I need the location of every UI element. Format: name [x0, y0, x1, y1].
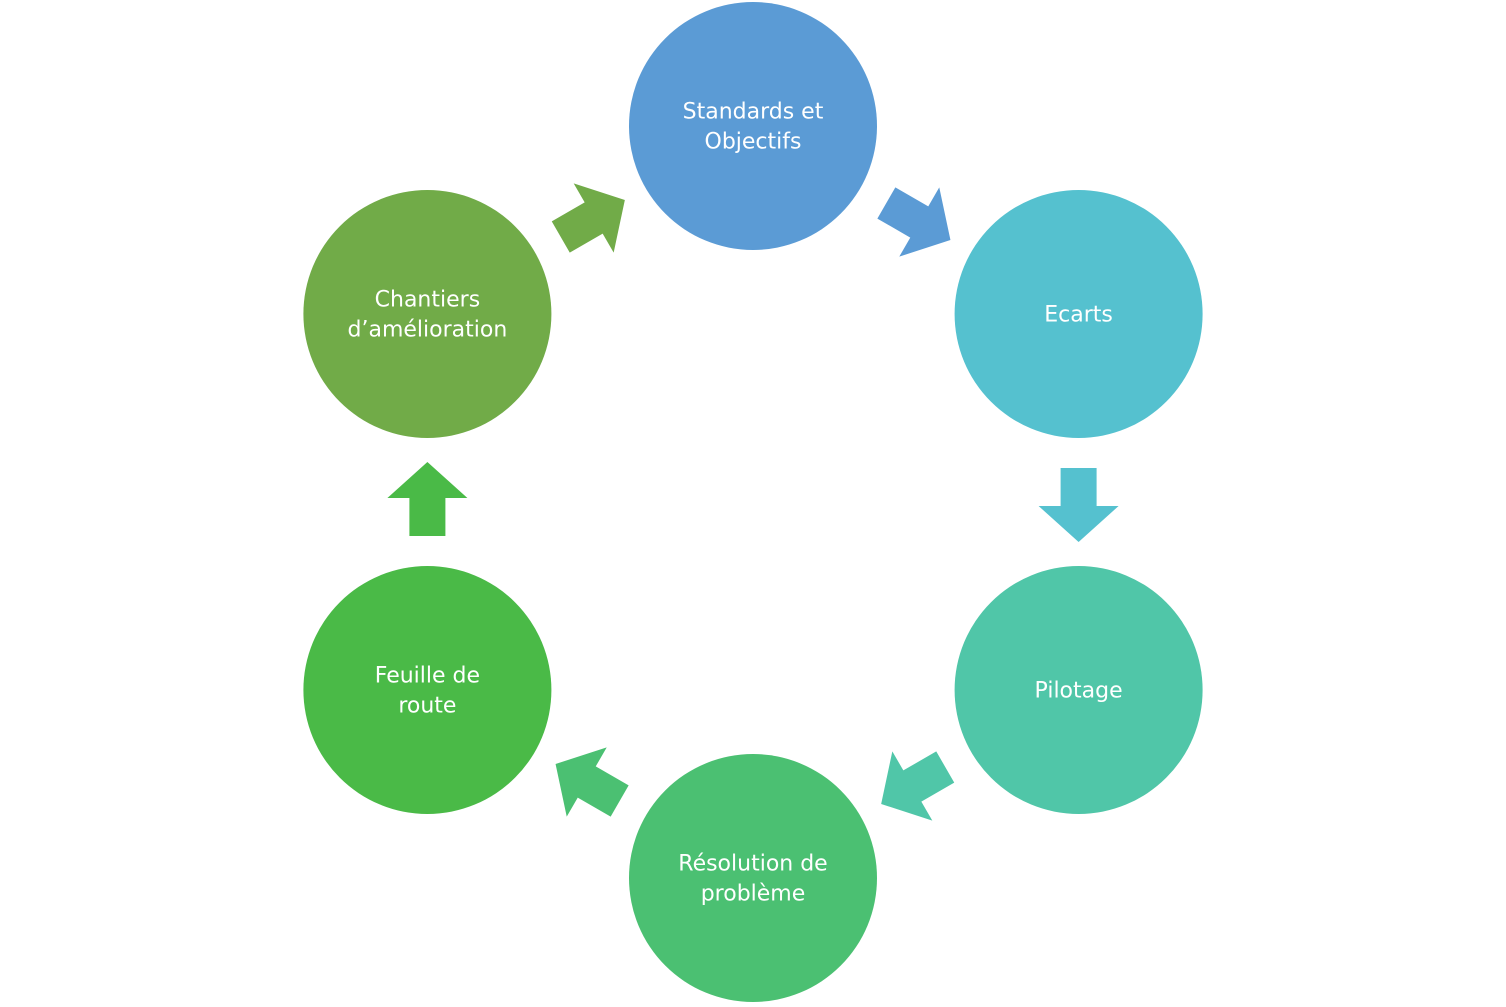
cycle-node-label-ecarts: Ecarts: [1044, 303, 1113, 328]
cycle-node-ecarts: Ecarts: [954, 190, 1203, 438]
cycle-node-label-resolution: Résolution de problème: [678, 852, 827, 907]
cycle-node-label-pilotage: Pilotage: [1035, 679, 1123, 704]
cycle-node-label-line: Standards et: [683, 100, 824, 125]
cycle-node-label-line: problème: [701, 882, 806, 907]
arrow-resolution-to-feuille: [555, 747, 629, 817]
cycle-node-label-chantiers: Chantiers d’amélioration: [348, 288, 508, 343]
cycle-node-label-line: Pilotage: [1035, 679, 1123, 704]
cycle-node-circle-standards: [629, 2, 877, 250]
cycle-node-chantiers: Chantiers d’amélioration: [303, 190, 552, 438]
cycle-node-label-feuille: Feuille de route: [375, 664, 480, 719]
cycle-node-label-line: Feuille de: [375, 664, 480, 689]
arrow-layer: [387, 183, 1119, 821]
cycle-node-circle-pilotage: [954, 566, 1203, 814]
cycle-node-label-line: d’amélioration: [348, 318, 508, 343]
cycle-node-standards: Standards et Objectifs: [629, 2, 877, 250]
cycle-node-circle-feuille: [303, 566, 552, 814]
arrow-feuille-to-chantiers: [387, 462, 468, 536]
arrow-standards-to-ecarts: [877, 187, 951, 257]
cycle-node-label-standards: Standards et Objectifs: [683, 100, 824, 155]
cycle-node-label-line: Objectifs: [705, 130, 802, 155]
cycle-node-circle-chantiers: [303, 190, 552, 438]
cycle-node-feuille: Feuille de route: [303, 566, 552, 814]
cycle-node-label-line: Résolution de: [678, 852, 827, 877]
cycle-node-label-line: route: [398, 694, 456, 719]
arrow-pilotage-to-resolution: [881, 751, 955, 821]
cycle-node-circle-ecarts: [954, 190, 1203, 438]
cycle-node-label-line: Chantiers: [375, 288, 481, 313]
cycle-node-resolution: Résolution de problème: [629, 754, 877, 1002]
cycle-node-label-line: Ecarts: [1044, 303, 1113, 328]
cycle-node-circle-resolution: [629, 754, 877, 1002]
cycle-node-pilotage: Pilotage: [954, 566, 1203, 814]
node-layer: Standards et ObjectifsEcartsPilotageRésol…: [303, 2, 1203, 1002]
arrow-chantiers-to-standards: [551, 183, 625, 253]
arrow-ecarts-to-pilotage: [1038, 468, 1119, 542]
